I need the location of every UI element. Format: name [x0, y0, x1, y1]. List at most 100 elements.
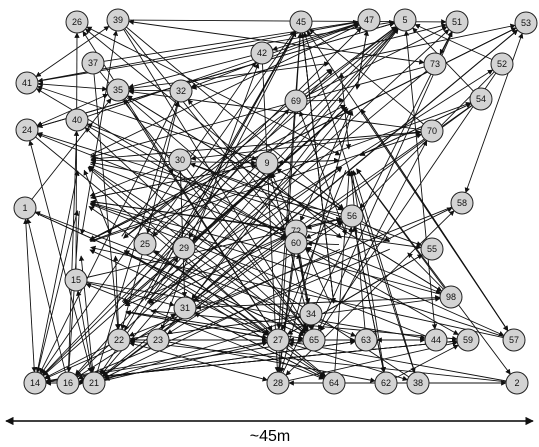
node-label: 29 — [179, 243, 189, 253]
node-circle — [284, 89, 308, 113]
graph-node: 65 — [302, 328, 326, 352]
edge — [90, 66, 425, 159]
node-circle — [354, 328, 378, 352]
node-label: 30 — [175, 155, 185, 165]
node-circle — [65, 10, 89, 34]
node-circle — [289, 10, 313, 34]
node-label: 23 — [153, 335, 163, 345]
graph-node: 5 — [393, 8, 417, 32]
edge — [360, 108, 509, 332]
graph-node: 28 — [266, 371, 290, 395]
node-label: 25 — [140, 239, 150, 249]
node-label: 2 — [514, 378, 519, 388]
edge — [464, 32, 524, 194]
graph-node: 64 — [322, 371, 346, 395]
scale-bar: ~45m — [5, 416, 534, 445]
edge — [350, 23, 516, 61]
node-circle — [173, 296, 197, 320]
node-circle — [302, 328, 326, 352]
graph-node: 45 — [289, 10, 313, 34]
node-circle — [423, 52, 447, 76]
node-circle — [299, 302, 323, 326]
node-label: 63 — [361, 335, 371, 345]
edge — [303, 31, 416, 374]
edge — [356, 168, 511, 375]
graph-node: 1 — [13, 196, 37, 220]
node-label: 41 — [22, 78, 32, 88]
graph-node: 55 — [420, 237, 444, 261]
graph-node: 56 — [340, 204, 364, 228]
graph-node: 32 — [169, 79, 193, 103]
edge — [36, 133, 442, 294]
node-label: 44 — [431, 335, 441, 345]
node-circle — [107, 328, 131, 352]
node-label: 40 — [72, 115, 82, 125]
node-circle — [106, 78, 130, 102]
graph-node: 62 — [374, 371, 398, 395]
edge — [87, 22, 360, 117]
graph-node: 22 — [107, 328, 131, 352]
node-label: 32 — [176, 86, 186, 96]
node-circle — [169, 79, 193, 103]
node-circle — [172, 236, 196, 260]
node-circle — [357, 8, 381, 32]
edge — [339, 140, 428, 305]
node-circle — [15, 118, 39, 142]
graph-node: 54 — [469, 87, 493, 111]
graph-node: 24 — [15, 118, 39, 142]
node-circle — [56, 371, 80, 395]
node-circle — [64, 268, 88, 292]
node-label: 21 — [89, 378, 99, 388]
node-circle — [82, 371, 106, 395]
edge — [306, 97, 345, 103]
graph-node: 70 — [420, 119, 444, 143]
node-label: 55 — [427, 244, 437, 254]
node-label: 26 — [72, 17, 82, 27]
node-circle — [13, 196, 37, 220]
edge — [128, 19, 425, 65]
edge — [128, 61, 330, 91]
node-label: 65 — [309, 335, 319, 345]
node-circle — [374, 371, 398, 395]
node-circle — [133, 232, 157, 256]
edge — [300, 32, 336, 304]
node-label: 16 — [63, 378, 73, 388]
node-label: 1 — [22, 203, 27, 213]
graph-node: 39 — [106, 8, 130, 32]
node-circle — [469, 87, 493, 111]
node-label: 27 — [273, 335, 283, 345]
edge — [306, 240, 340, 247]
node-circle — [439, 285, 463, 309]
edge-layer — [23, 19, 524, 386]
node-circle — [250, 41, 274, 65]
node-circle — [514, 11, 538, 35]
edge — [359, 103, 472, 156]
node-label: 35 — [113, 85, 123, 95]
node-label: 37 — [88, 58, 98, 68]
node-circle — [106, 8, 130, 32]
node-circle — [266, 328, 290, 352]
node-circle — [490, 52, 514, 76]
graph-node: 59 — [456, 328, 480, 352]
graph-node: 60 — [284, 231, 308, 255]
graph-node: 25 — [133, 232, 157, 256]
graph-node: 2 — [505, 371, 529, 395]
node-label: 56 — [347, 211, 357, 221]
graph-node: 57 — [502, 328, 526, 352]
graph-node: 35 — [106, 78, 130, 102]
node-circle — [505, 371, 529, 395]
node-label: 34 — [306, 309, 316, 319]
edge — [104, 340, 268, 381]
node-circle — [322, 371, 346, 395]
node-label: 28 — [273, 378, 283, 388]
graph-node: 58 — [450, 191, 474, 215]
node-circle — [65, 108, 89, 132]
graph-node: 14 — [23, 371, 47, 395]
node-label: 24 — [22, 125, 32, 135]
graph-node: 21 — [82, 371, 106, 395]
node-label: 98 — [446, 292, 456, 302]
graph-node: 38 — [406, 371, 430, 395]
edge — [77, 248, 390, 380]
graph-node: 9 — [255, 151, 279, 175]
